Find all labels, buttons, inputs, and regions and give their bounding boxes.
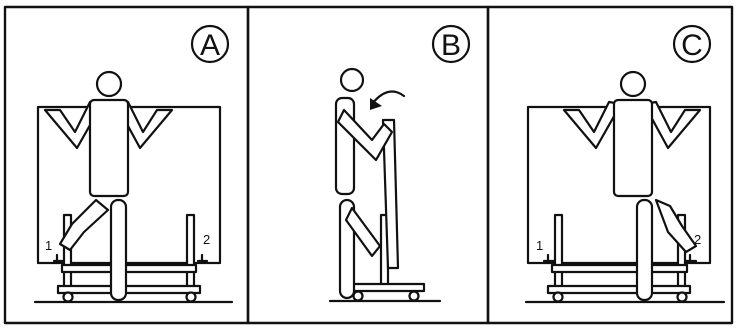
stand-base-side (350, 282, 426, 293)
latch-label-1-c: 1 (536, 238, 543, 253)
latch-marker-2 (196, 253, 209, 263)
leg-side-2 (344, 206, 382, 258)
wheel-right (185, 291, 197, 303)
latch-label-2-c: 2 (694, 232, 701, 247)
panel-a-badge (190, 24, 230, 64)
wheel-right-c (676, 291, 688, 303)
panel-b: B (246, 5, 490, 325)
left-arm-c (562, 100, 623, 150)
arm-side (336, 108, 394, 162)
head-side (339, 67, 365, 93)
panel-a: A 1 2 (3, 5, 250, 325)
person-figure-side (334, 67, 394, 300)
stand-base (56, 284, 202, 295)
stand-crossbar (60, 263, 198, 274)
latch-label-2: 2 (203, 232, 210, 247)
stand-leg-left-c (553, 213, 564, 292)
standing-leg-c (635, 198, 654, 302)
wheel-left (62, 291, 74, 303)
rotation-arrowhead (370, 98, 382, 110)
head-c (619, 70, 647, 98)
latch-marker-2-c (684, 253, 698, 263)
latch-marker-1-c (542, 253, 556, 263)
person-figure (43, 70, 174, 302)
head (95, 70, 123, 98)
raised-leg-c (654, 198, 698, 254)
wheel-left-c (552, 291, 564, 303)
panel-c: C 1 2 (486, 5, 734, 325)
standing-leg (109, 198, 128, 302)
torso-c (612, 98, 654, 198)
panel-b-letter: B (441, 29, 461, 62)
person-figure-c (562, 70, 702, 302)
rotation-arrow (370, 90, 406, 106)
panel-c-frame (486, 5, 734, 325)
latch-label-1: 1 (45, 238, 52, 253)
stand-base-c (546, 284, 692, 295)
panel-b-badge (431, 24, 471, 64)
torso (88, 98, 130, 198)
panel-c-badge (672, 24, 712, 64)
stand-crossbar-c (550, 263, 689, 274)
whiteboard-edge (381, 118, 400, 270)
wheel-back (408, 290, 420, 302)
right-arm-c (642, 100, 702, 150)
latch-marker-1 (52, 253, 66, 263)
panel-c-letter: C (681, 29, 703, 62)
stand-leg-right (185, 213, 196, 292)
raised-leg (58, 198, 110, 252)
panel-a-letter: A (200, 29, 220, 62)
